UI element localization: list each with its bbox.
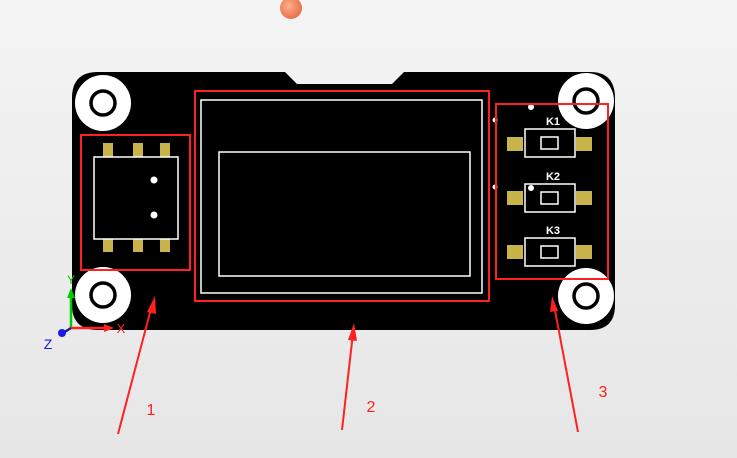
- button-k1[interactable]: K1: [507, 116, 592, 158]
- highlight-box-3: [495, 103, 609, 280]
- button-k2[interactable]: K2: [507, 171, 592, 213]
- pin1-dot: [528, 104, 534, 110]
- annotation-arrow-1: [117, 296, 156, 435]
- orange-marker: [280, 0, 302, 19]
- annotation-label-2: 2: [367, 399, 376, 416]
- annotation-label-3: 3: [599, 384, 608, 401]
- highlight-box-1: [80, 134, 191, 271]
- axis-gizmo: Y X Z: [44, 273, 126, 352]
- mounting-hole-top-right: [558, 73, 614, 129]
- button-k2-label: K2: [546, 171, 560, 183]
- axis-y-label: Y: [67, 273, 75, 287]
- button-k3[interactable]: K3: [507, 225, 592, 267]
- button-k3-label: K3: [546, 225, 560, 237]
- ic-chip: [93, 143, 179, 252]
- annotation-arrow-3: [550, 296, 579, 433]
- mounting-hole-top-left: [75, 75, 131, 131]
- pcb-board: [72, 72, 615, 330]
- axis-z-label: Z: [44, 336, 53, 352]
- axis-x-label: X: [117, 321, 126, 336]
- mounting-hole-bottom-left: [75, 267, 131, 323]
- annotation-label-1: 1: [147, 402, 156, 419]
- highlight-box-2: [194, 90, 490, 302]
- annotation-arrow-2: [341, 323, 357, 431]
- mounting-hole-bottom-right: [558, 268, 614, 324]
- button-k1-label: K1: [546, 116, 560, 128]
